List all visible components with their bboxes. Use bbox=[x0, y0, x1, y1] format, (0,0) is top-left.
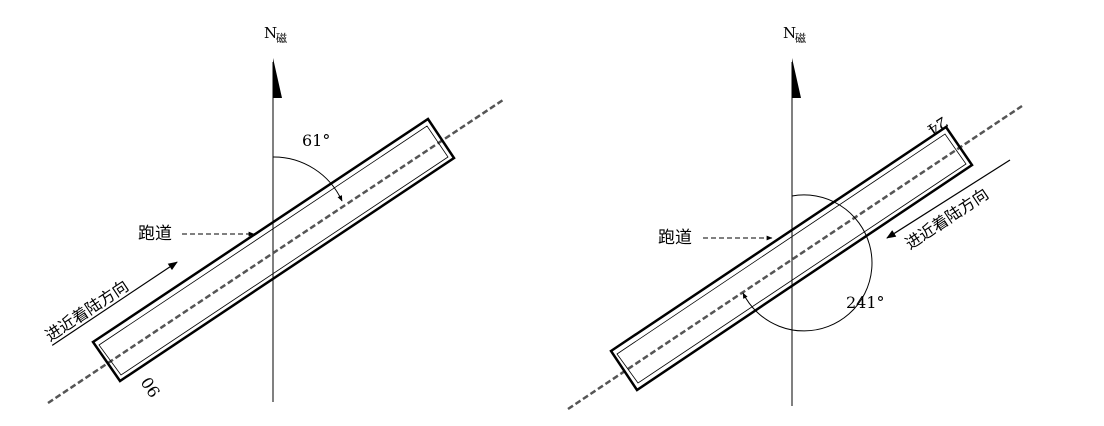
runway-centerline bbox=[47, 98, 504, 405]
north-label: N bbox=[783, 24, 796, 42]
north-pointer-icon bbox=[792, 58, 801, 98]
runway-inner-outline bbox=[98, 125, 449, 376]
runway-label: 跑道 bbox=[658, 228, 692, 248]
north-pointer-icon bbox=[273, 58, 282, 98]
runway-number-label: 06 bbox=[137, 374, 164, 401]
north-sub-label: 磁 bbox=[276, 32, 287, 45]
heading-angle-label: 61° bbox=[302, 131, 330, 150]
diagram-right: N 磁 241° 跑道 进近着陆方向 24 bbox=[567, 24, 1023, 411]
runway-outline bbox=[91, 117, 456, 383]
approach-direction-label: 进近着陆方向 bbox=[42, 276, 132, 345]
runway-inner-outline bbox=[616, 133, 967, 384]
approach-direction-arrow bbox=[886, 159, 1011, 239]
runway-label: 跑道 bbox=[138, 224, 172, 244]
north-sub-label: 磁 bbox=[795, 32, 806, 45]
approach-direction-label: 进近着陆方向 bbox=[902, 184, 992, 253]
runway-centerline bbox=[567, 104, 1023, 411]
diagram-left: N 磁 61° 跑道 进近着陆方向 06 bbox=[42, 24, 504, 405]
runway-number-label: 24 bbox=[924, 113, 951, 140]
heading-angle-label: 241° bbox=[846, 293, 885, 312]
heading-angle-arc bbox=[272, 156, 343, 202]
north-label: N bbox=[264, 24, 277, 42]
approach-direction-arrow bbox=[51, 261, 178, 346]
heading-angle-arc bbox=[742, 194, 873, 332]
